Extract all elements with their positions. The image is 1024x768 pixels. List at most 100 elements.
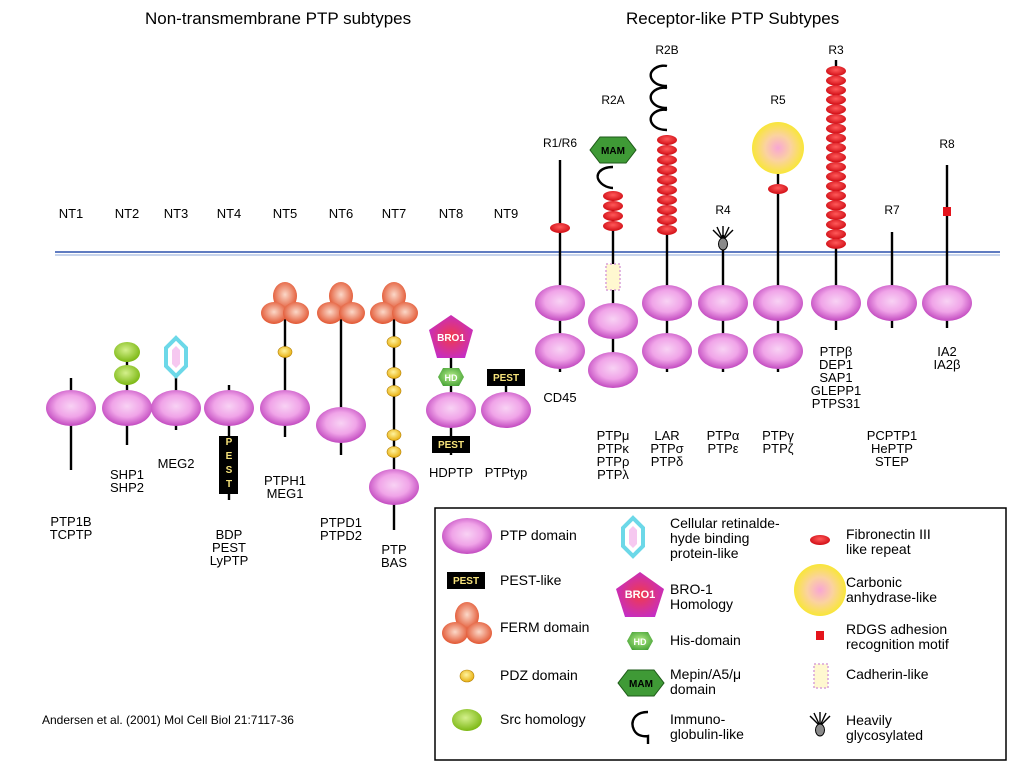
ptp-domain	[588, 352, 638, 388]
receptor-label-r2b: R2B	[655, 43, 679, 57]
fibronectin-repeat	[826, 181, 846, 192]
fibronectin-repeat	[826, 94, 846, 105]
nt-label: NT3	[163, 206, 189, 221]
ptp-domain	[46, 390, 96, 426]
legend-label-cad: Cadherin-like	[846, 666, 929, 682]
ptp-domain	[102, 390, 152, 426]
fibronectin-repeat	[826, 85, 846, 96]
cadherin-like-domain	[605, 263, 621, 291]
fibronectin-repeat	[826, 104, 846, 115]
protein-names-r1r6: CD45	[543, 390, 577, 405]
ptp-domain	[260, 390, 310, 426]
receptor-label-r2a: R2A	[601, 93, 625, 107]
ptp-domain	[867, 285, 917, 321]
src-homology-domain	[114, 365, 140, 385]
receptor-label-r1r6: R1/R6	[542, 136, 577, 150]
legend-bro1-icon-label: BRO1	[625, 589, 656, 601]
nt-label: NT2	[114, 206, 140, 221]
pdz-domain	[386, 429, 402, 441]
bro1-domain	[429, 315, 473, 358]
ptp-domain	[151, 390, 201, 426]
legend-label-ferm: FERM domain	[500, 619, 590, 635]
rdgs-motif	[943, 207, 951, 216]
src-homology-domain	[114, 342, 140, 362]
fibronectin-repeat	[826, 190, 846, 201]
legend-label-glyco: Heavily glycosylated	[846, 712, 924, 743]
legend-ig-icon	[631, 710, 650, 744]
fibronectin-repeat	[826, 66, 846, 76]
legend-label-rdgs: RDGS adhesion recognition motif	[846, 621, 949, 652]
legend-src-icon	[452, 709, 482, 731]
protein-names-nt8: HDPTP	[428, 465, 474, 480]
fibronectin-repeat	[826, 229, 846, 240]
carbonic-anhydrase-domain	[752, 122, 804, 174]
protein-names-nt1: PTP1B TCPTP	[49, 514, 93, 542]
ptp-domain	[426, 392, 476, 428]
citation: Andersen et al. (2001) Mol Cell Biol 21:…	[42, 713, 294, 727]
protein-names-nt5: PTPH1 MEG1	[264, 473, 306, 501]
ptp-domain	[369, 469, 419, 505]
fibronectin-repeat	[826, 75, 846, 86]
ptp-domain	[316, 407, 366, 443]
fibronectin-repeats	[826, 66, 846, 249]
fibronectin-repeat	[550, 223, 570, 233]
legend-cad-icon	[813, 663, 829, 689]
fibronectin-repeat	[826, 133, 846, 144]
fibronectin-repeats	[657, 135, 677, 235]
ptp-domain	[698, 333, 748, 369]
protein-names-r7: PCPTP1 HePTP STEP	[866, 428, 918, 469]
ptp-domain	[588, 303, 638, 339]
ptp-domain	[642, 333, 692, 369]
receptor-label-r5: R5	[770, 93, 786, 107]
fibronectin-repeat	[826, 142, 846, 153]
legend-fn3-icon	[810, 535, 830, 545]
mam-domain	[589, 136, 637, 164]
nt-label: NT5	[272, 206, 298, 221]
legend-label-pest: PEST-like	[500, 572, 562, 588]
hd-label: HD	[445, 373, 458, 383]
legend-label-ig: Immuno- globulin-like	[670, 711, 744, 742]
pdz-domain	[386, 336, 402, 348]
legend-label-mam: Mepin/A5/μ domain	[670, 666, 742, 697]
fibronectin-repeat	[826, 114, 846, 124]
legend-label-his: His-domain	[670, 632, 741, 648]
legend-bro1-icon	[616, 572, 664, 617]
nt-label: NT6	[328, 206, 354, 221]
ptp-domain	[698, 285, 748, 321]
his-domain	[438, 368, 464, 386]
protein-names-nt4: BDP PEST LyPTP	[209, 527, 249, 568]
ferm-domain	[317, 282, 365, 324]
fibronectin-repeats	[603, 191, 623, 231]
fibronectin-repeat	[768, 184, 788, 194]
legend-label-bro1: BRO-1 Homology	[670, 581, 734, 612]
ig-like-domain	[596, 165, 614, 190]
protein-names-nt6: PTPD1 PTPD2	[320, 515, 362, 543]
ptp-domain	[535, 285, 585, 321]
legend-label-crbp: Cellular retinalde- hyde binding protein…	[670, 515, 780, 561]
legend-pest-icon-label: PEST	[453, 576, 479, 587]
pest-label: PEST	[493, 373, 519, 384]
ptp-domain	[535, 333, 585, 369]
ptp-domain	[642, 285, 692, 321]
fibronectin-repeat	[826, 219, 846, 230]
legend-label-ptp: PTP domain	[500, 527, 577, 543]
right-panel-title: Receptor-like PTP Subtypes	[626, 9, 840, 28]
protein-names-r3: PTPβ DEP1 SAP1 GLEPP1 PTPS31	[810, 344, 862, 411]
nt-label: NT7	[381, 206, 407, 221]
legend-ca-icon	[794, 564, 846, 616]
protein-names-r5: PTPγ PTPζ	[762, 428, 794, 456]
fibronectin-repeat	[826, 123, 846, 134]
fibronectin-repeat	[826, 210, 846, 220]
protein-names-nt2: SHP1 SHP2	[110, 467, 144, 495]
protein-names-r8: IA2 IA2β	[933, 344, 961, 372]
fibronectin-repeat	[826, 162, 846, 172]
crbp-like-domain	[164, 335, 188, 379]
protein-names-nt7: PTP BAS	[380, 542, 407, 570]
protein-names-r2a: PTPμ PTPκ PTPρ PTPλ	[596, 428, 630, 482]
legend-crbp-icon	[621, 515, 645, 559]
fibronectin-repeat	[826, 171, 846, 182]
pest-box	[432, 436, 470, 453]
protein-names-nt3: MEG2	[157, 456, 195, 471]
bro1-label: BRO1	[437, 333, 465, 344]
